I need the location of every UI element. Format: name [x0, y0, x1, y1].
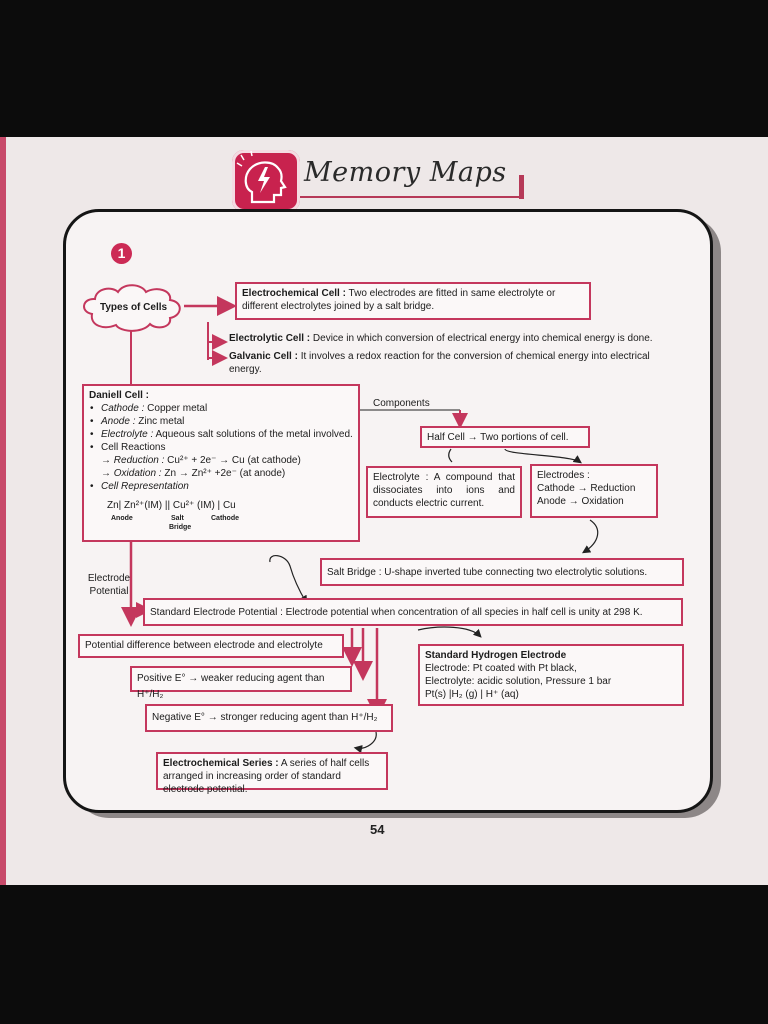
standard-hydrogen-electrode-box: Standard Hydrogen Electrode Electrode: P…: [418, 644, 684, 706]
list-item: Cell Representation: [89, 480, 353, 493]
cathode-caption: Cathode: [211, 515, 239, 522]
galvanic-cell-text: Galvanic Cell : It involves a redox reac…: [229, 351, 650, 375]
cell-representation: Zn| Zn²⁺(IM) || Cu²⁺ (IM) | Cu: [107, 500, 236, 511]
daniell-cell-box: Daniell Cell : Cathode : Copper metal An…: [82, 384, 360, 542]
list-item: Anode : Zinc metal: [89, 415, 353, 428]
electrochemical-series-box: Electrochemical Series : A series of hal…: [156, 752, 388, 795]
electrolytic-cell-text: Electrolytic Cell : Device in which conv…: [229, 333, 653, 344]
galvanic-cell-label: Galvanic Cell :: [229, 351, 298, 362]
list-item: Electrolyte : Aqueous salt solutions of …: [89, 428, 353, 441]
title-underline: [300, 196, 524, 198]
bridge-caption: Bridge: [169, 524, 192, 531]
electrochemical-cell-label: Electrochemical Cell :: [242, 288, 346, 299]
salt-bridge-box: Salt Bridge : U-shape inverted tube conn…: [320, 558, 684, 586]
components-label: Components: [373, 398, 430, 409]
types-of-cells-label: Types of Cells: [100, 302, 168, 313]
electrochemical-cell-text: Two electrodes are fitted in same electr…: [242, 288, 556, 312]
electrolyte-box: Electrolyte : A compound that dissociate…: [366, 466, 522, 518]
negative-e-box: Negative E° → stronger reducing agent th…: [145, 704, 393, 732]
electrolytic-cell-label: Electrolytic Cell :: [229, 333, 311, 344]
title-bar: [519, 175, 524, 199]
potential-difference-box: Potential difference between electrode a…: [78, 634, 344, 658]
page-title: Memory Maps: [304, 157, 507, 188]
anode-caption: Anode: [111, 515, 133, 522]
map-number-badge: 1: [111, 243, 132, 264]
half-cell-box: Half Cell → Two portions of cell.: [420, 426, 590, 448]
electrodes-box: Electrodes : Cathode → Reduction Anode →…: [530, 464, 658, 518]
electrode-potential-label: Electrode Potential: [87, 573, 131, 597]
standard-electrode-potential-box: Standard Electrode Potential : Electrode…: [143, 598, 683, 626]
positive-e-box: Positive E° → weaker reducing agent than…: [130, 666, 352, 700]
list-item: Cell Reactions: [89, 441, 353, 454]
list-item: → Reduction : Cu²⁺ + 2e⁻ → Cu (at cathod…: [101, 455, 301, 466]
list-item: → Oxidation : Zn → Zn²⁺ +2e⁻ (at anode): [101, 468, 286, 479]
brain-lightning-icon: [232, 150, 300, 212]
list-item: Cathode : Copper metal: [89, 402, 353, 415]
page-edge: [0, 137, 6, 885]
electrochemical-cell-box: Electrochemical Cell : Two electrodes ar…: [235, 282, 591, 320]
daniell-cell-title: Daniell Cell :: [89, 390, 150, 401]
page-number: 54: [370, 822, 385, 837]
salt-caption: Salt: [171, 515, 184, 522]
